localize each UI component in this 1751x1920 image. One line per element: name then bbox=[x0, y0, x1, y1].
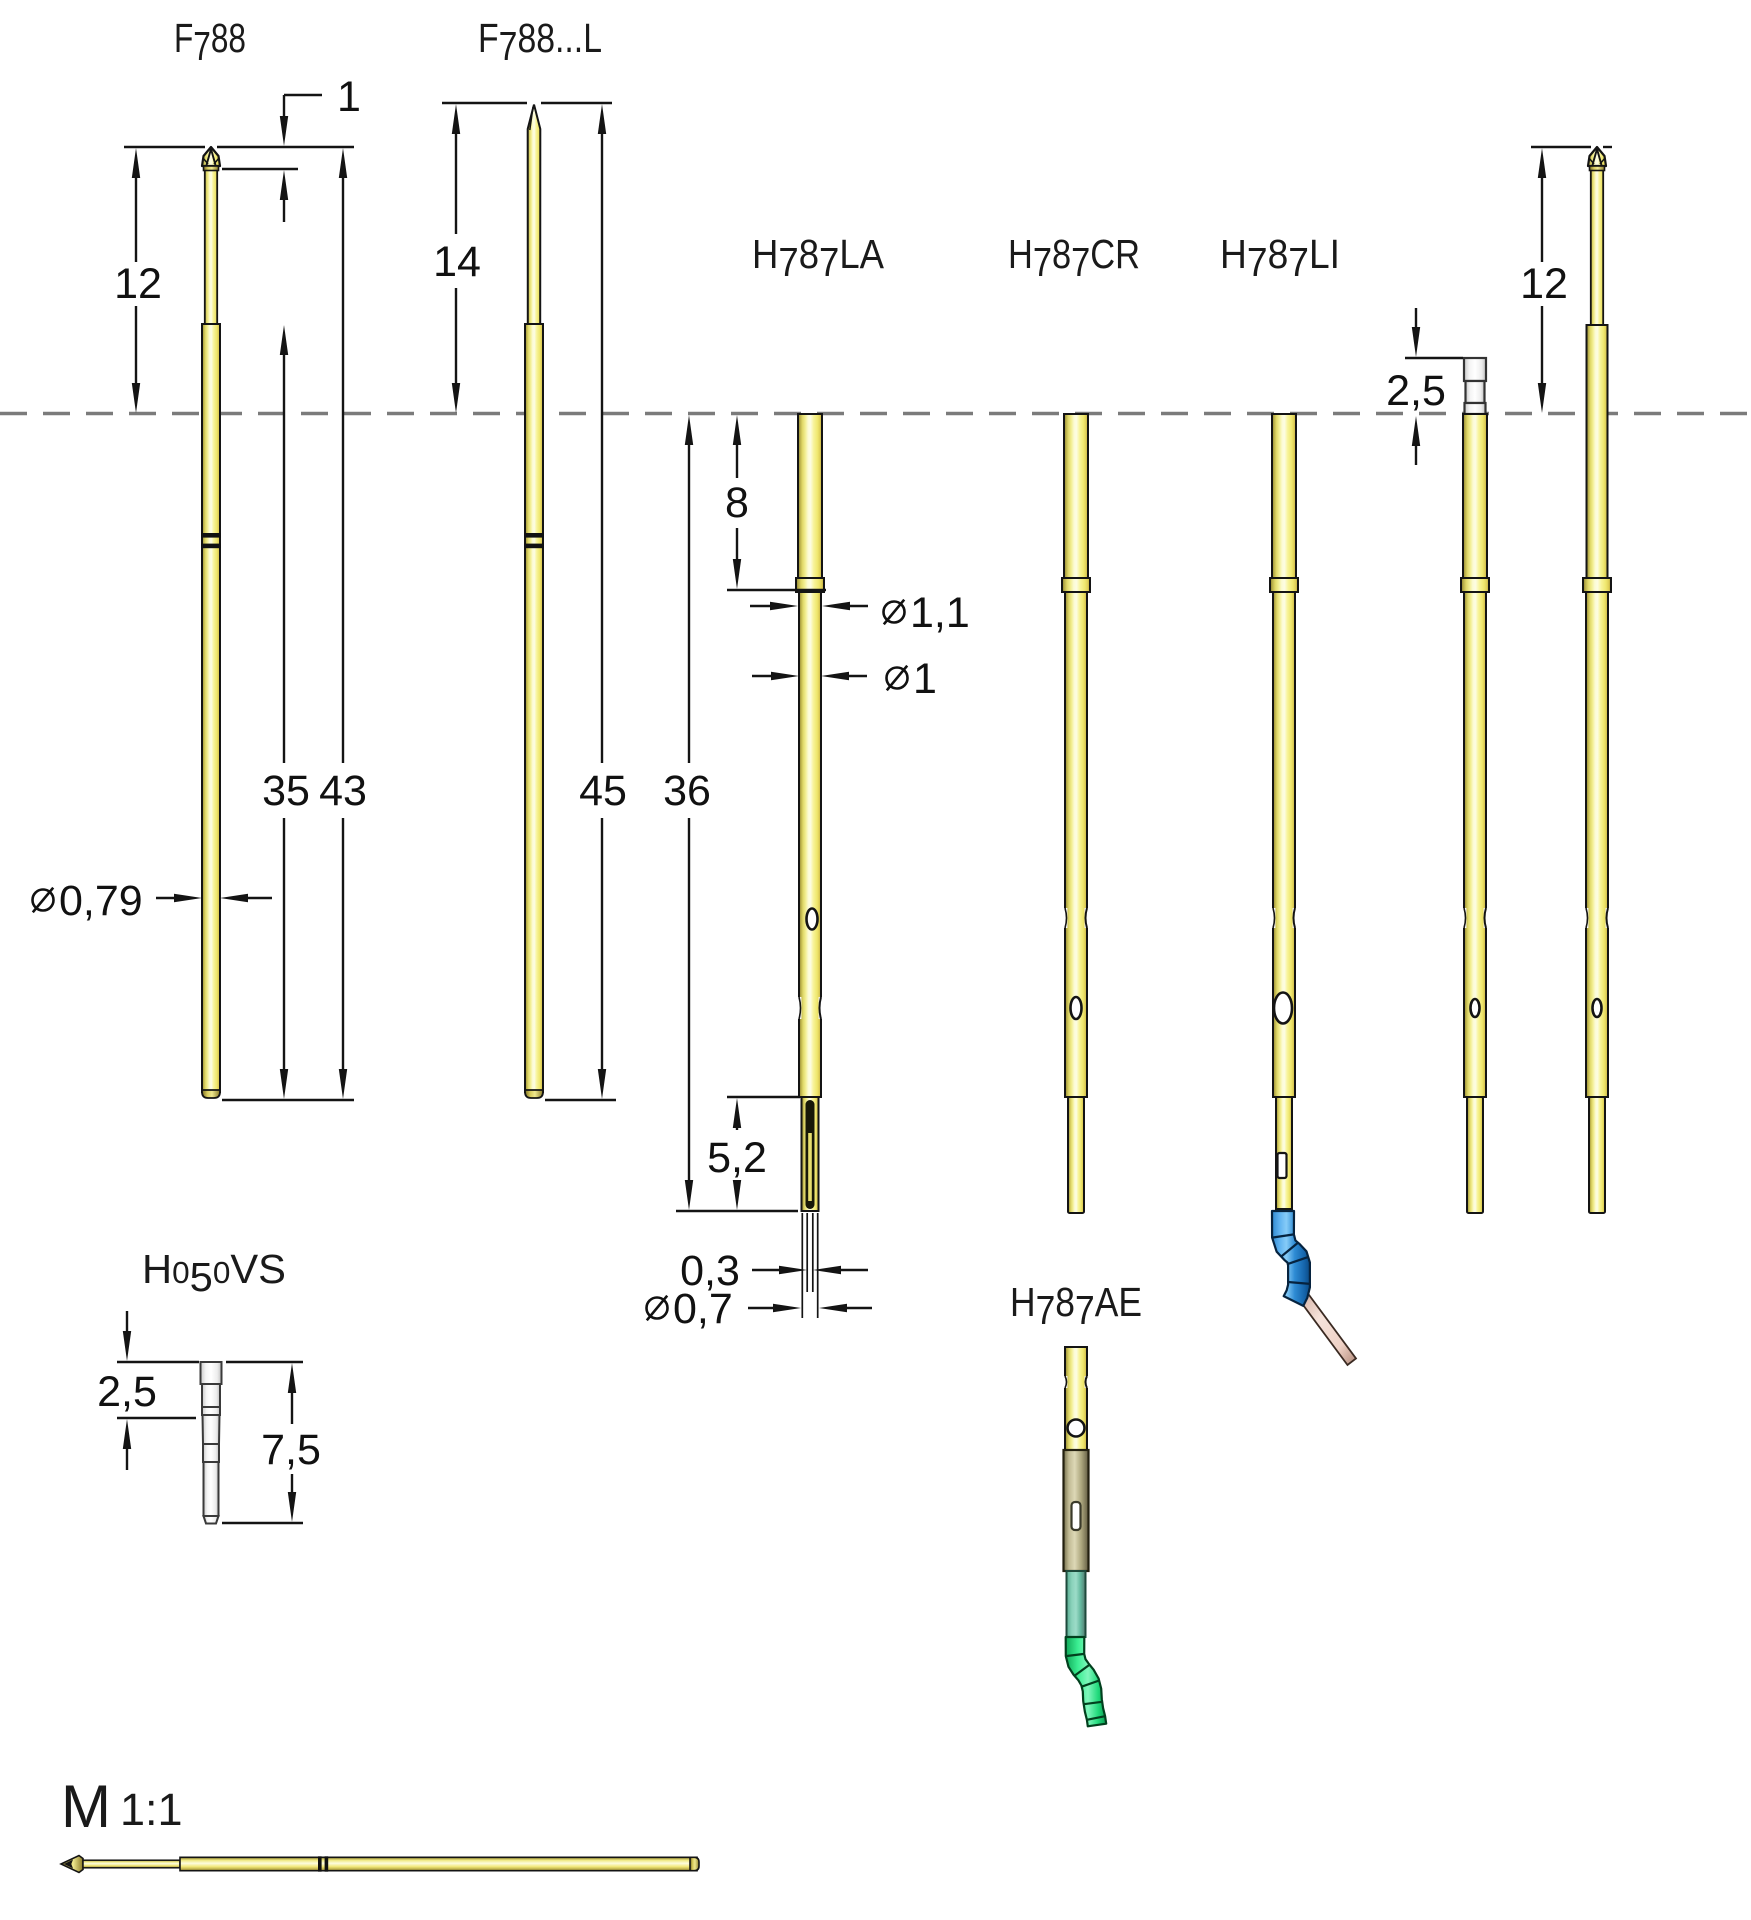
svg-text:14: 14 bbox=[433, 238, 481, 286]
svg-text:0,3: 0,3 bbox=[680, 1247, 740, 1295]
svg-text:5,2: 5,2 bbox=[707, 1134, 767, 1182]
svg-text:7,5: 7,5 bbox=[261, 1426, 321, 1474]
svg-text:1:1: 1:1 bbox=[120, 1784, 183, 1835]
svg-text:H787LA: H787LA bbox=[752, 231, 885, 285]
svg-text:2,5: 2,5 bbox=[97, 1368, 157, 1416]
svg-text:1: 1 bbox=[913, 655, 937, 703]
svg-text:H787AE: H787AE bbox=[1010, 1279, 1142, 1333]
svg-text:F788...L: F788...L bbox=[478, 15, 602, 69]
svg-text:36: 36 bbox=[663, 767, 711, 815]
svg-text:H787LI: H787LI bbox=[1220, 231, 1340, 285]
svg-text:H787CR: H787CR bbox=[1008, 231, 1140, 285]
svg-text:0,79: 0,79 bbox=[59, 877, 143, 925]
svg-text:1,1: 1,1 bbox=[910, 589, 970, 637]
svg-text:35: 35 bbox=[262, 767, 310, 815]
svg-text:M: M bbox=[61, 1773, 111, 1840]
svg-text:0,7: 0,7 bbox=[673, 1285, 733, 1333]
svg-text:12: 12 bbox=[114, 260, 162, 308]
svg-text:12: 12 bbox=[1520, 260, 1568, 308]
svg-text:2,5: 2,5 bbox=[1386, 367, 1446, 415]
svg-text:H050VS: H050VS bbox=[142, 1246, 286, 1300]
svg-text:1: 1 bbox=[337, 73, 361, 121]
svg-text:8: 8 bbox=[725, 479, 749, 527]
svg-text:45: 45 bbox=[579, 767, 627, 815]
svg-text:F788: F788 bbox=[174, 15, 246, 69]
svg-text:43: 43 bbox=[319, 767, 367, 815]
